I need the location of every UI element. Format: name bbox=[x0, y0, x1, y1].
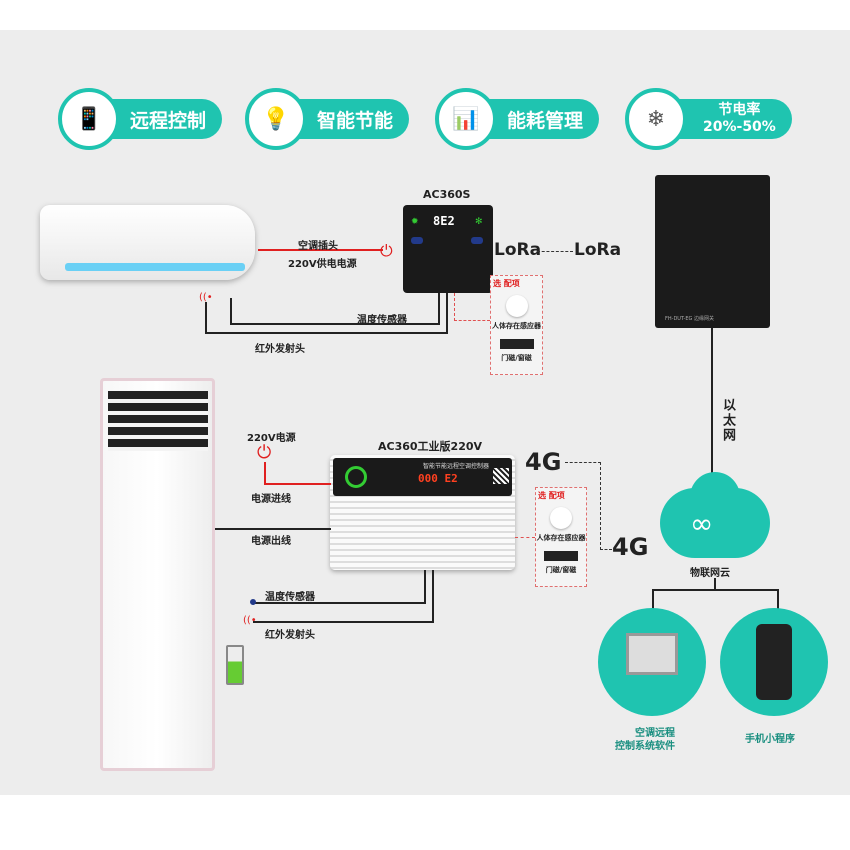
power-in-cable bbox=[264, 483, 331, 485]
feature-label: 远程控制 bbox=[98, 99, 223, 139]
optional-accessories-top: 选 配项 人体存在感应器 门磁/窗磁 bbox=[490, 275, 543, 375]
ir-cable bbox=[205, 332, 448, 334]
feature-energy-management: 📊 能耗管理 bbox=[435, 88, 605, 150]
ir-emitter-label: 红外发射头 bbox=[265, 630, 315, 641]
ethernet-label: 以太网 bbox=[720, 398, 735, 443]
fan-icon: ✻ bbox=[475, 217, 483, 227]
ethernet-cable bbox=[711, 328, 713, 483]
feature-value: 20%-50% bbox=[703, 119, 776, 135]
phone-chart-icon: 📊 bbox=[435, 88, 497, 150]
feature-label: 智能节能 bbox=[285, 99, 410, 139]
mini-program-label: 手机小程序 bbox=[745, 734, 795, 745]
battery-icon bbox=[226, 645, 244, 685]
qr-code bbox=[493, 468, 509, 484]
4g-label-left: 4G bbox=[525, 448, 562, 476]
power-out-label: 电源出线 bbox=[251, 536, 291, 547]
optional-item: 门磁/窗磁 bbox=[501, 354, 532, 362]
lora-label-left: LoRa bbox=[494, 240, 542, 260]
pc-software-label-2: 控制系统软件 bbox=[615, 741, 675, 752]
4g-label-right: 4G bbox=[612, 533, 649, 561]
feature-label: 节电率 bbox=[718, 102, 761, 118]
lightbulb-icon: 💡 bbox=[245, 88, 307, 150]
ir-emitter-icon: ((• bbox=[199, 292, 213, 303]
pc-software-label: 空调远程 bbox=[635, 728, 675, 739]
ac360s-display: 8E2 bbox=[433, 214, 455, 228]
brand-logo-icon bbox=[345, 466, 367, 488]
temp-sensor-label: 温度传感器 bbox=[265, 592, 315, 603]
pc-software-icon bbox=[598, 608, 706, 716]
power-source-label: 220V电源 bbox=[247, 433, 296, 444]
door-sensor-icon bbox=[499, 339, 534, 349]
temp-sensor-cable bbox=[253, 602, 426, 604]
plug-icon: ⏻ bbox=[257, 442, 272, 463]
wall-air-conditioner bbox=[40, 205, 255, 280]
mini-program-icon bbox=[720, 608, 828, 716]
plug-icon: ⏻ bbox=[380, 241, 393, 260]
ir-emitter-icon: ((• bbox=[243, 615, 257, 626]
feature-saving-rate: ❄ 节电率 20%-50% bbox=[625, 88, 795, 150]
optional-item: 人体存在感应器 bbox=[536, 534, 586, 542]
ac360-industrial-title: AC360工业版220V bbox=[378, 440, 483, 453]
ir-emitter-label: 红外发射头 bbox=[255, 344, 305, 355]
optional-item: 门磁/窗磁 bbox=[545, 566, 577, 574]
ac360-display: 000 E2 bbox=[418, 472, 458, 485]
motion-sensor-icon bbox=[550, 507, 572, 529]
temp-sensor-label: 温度传感器 bbox=[357, 315, 407, 326]
plug-label: 空调插头 bbox=[298, 241, 338, 252]
feature-remote-control: 📱 远程控制 bbox=[58, 88, 228, 150]
lora-label-right: LoRa bbox=[574, 240, 622, 260]
ac360s-title: AC360S bbox=[423, 188, 471, 201]
standing-air-conditioner bbox=[100, 378, 215, 771]
motion-sensor-icon bbox=[505, 295, 528, 317]
power-label: 220V供电电源 bbox=[288, 259, 357, 270]
power-in-label: 电源进线 bbox=[251, 494, 291, 505]
cloud-icon: ∞ bbox=[660, 488, 770, 558]
ir-cable bbox=[253, 621, 434, 623]
power-cable bbox=[258, 249, 383, 251]
feature-smart-saving: 💡 智能节能 bbox=[245, 88, 415, 150]
optional-accessories-bottom: 选 配项 人体存在感应器 门磁/窗磁 bbox=[535, 487, 587, 587]
cloud-label: 物联网云 bbox=[690, 568, 730, 579]
edge-gateway: FH-DUT-EG 边缘网关 bbox=[655, 175, 770, 328]
ac360s-panel: 8E2 ✹ ✻ bbox=[403, 205, 493, 293]
air-vent bbox=[108, 391, 208, 451]
power-out-cable bbox=[215, 528, 331, 530]
infinity-icon: ∞ bbox=[690, 507, 714, 540]
phone-cloud-icon: 📱 bbox=[58, 88, 120, 150]
temp-sensor-cable bbox=[230, 323, 440, 325]
temp-sensor-icon bbox=[250, 599, 256, 605]
air-conditioner-icon: ❄ bbox=[625, 88, 687, 150]
door-sensor-icon bbox=[544, 551, 578, 561]
optional-item: 人体存在感应器 bbox=[492, 322, 541, 330]
ac360-industrial-box: 智能节能远程空调控制器 000 E2 bbox=[330, 455, 515, 570]
sun-icon: ✹ bbox=[411, 217, 419, 227]
